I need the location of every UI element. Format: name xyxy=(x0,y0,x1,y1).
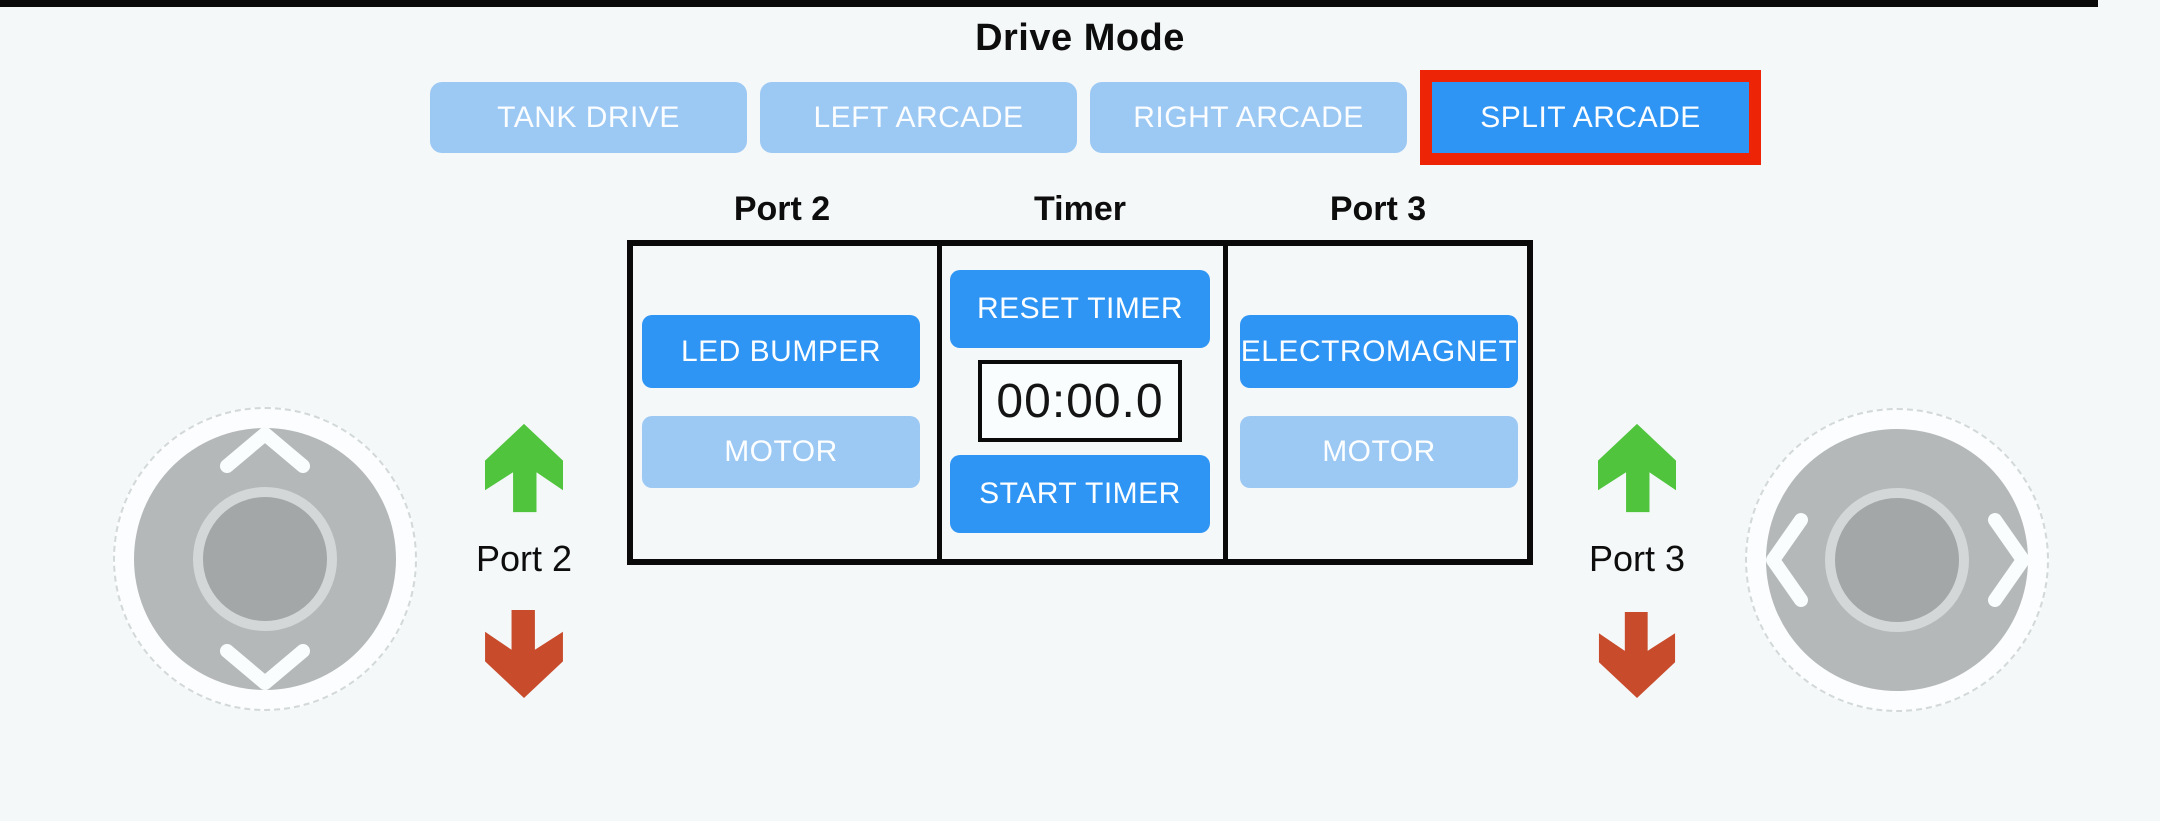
right-arcade-button[interactable]: RIGHT ARCADE xyxy=(1090,82,1407,153)
split-arcade-button[interactable]: SPLIT ARCADE xyxy=(1420,70,1761,165)
right-joystick-knob[interactable] xyxy=(1825,488,1969,632)
led-bumper-button[interactable]: LED BUMPER xyxy=(642,315,920,388)
port2-motor-button[interactable]: MOTOR xyxy=(642,416,920,488)
electromagnet-button[interactable]: ELECTROMAGNET xyxy=(1240,315,1518,388)
chevron-up-icon xyxy=(220,427,310,473)
port3-indicator-label: Port 3 xyxy=(1588,538,1686,579)
drive-mode-button-row: TANK DRIVE LEFT ARCADE RIGHT ARCADE SPLI… xyxy=(430,70,1761,165)
start-timer-button[interactable]: START TIMER xyxy=(950,455,1210,533)
column-divider xyxy=(1223,246,1228,559)
column-divider xyxy=(937,246,942,559)
reset-timer-button[interactable]: RESET TIMER xyxy=(950,270,1210,348)
red-down-arrow-icon xyxy=(485,610,563,698)
port2-indicator-label: Port 2 xyxy=(475,538,573,579)
chevron-down-icon xyxy=(220,644,310,690)
chevron-left-icon xyxy=(1766,513,1808,607)
tank-drive-button[interactable]: TANK DRIVE xyxy=(430,82,747,153)
chevron-right-icon xyxy=(1988,513,2030,607)
green-up-arrow-icon xyxy=(485,423,563,513)
device-control-panel: LED BUMPER MOTOR RESET TIMER 00:00.0 STA… xyxy=(627,240,1533,565)
left-arcade-button[interactable]: LEFT ARCADE xyxy=(760,82,1077,153)
port2-column-header: Port 2 xyxy=(733,190,831,228)
red-down-arrow-icon xyxy=(1598,612,1676,698)
port3-column-header: Port 3 xyxy=(1329,190,1427,228)
drive-mode-title: Drive Mode xyxy=(975,17,1185,59)
timer-column-header: Timer xyxy=(1034,190,1126,228)
timer-display: 00:00.0 xyxy=(978,360,1182,442)
left-joystick-knob[interactable] xyxy=(193,487,337,631)
green-up-arrow-icon xyxy=(1598,423,1676,513)
top-edge-bar xyxy=(0,0,2098,7)
port3-motor-button[interactable]: MOTOR xyxy=(1240,416,1518,488)
